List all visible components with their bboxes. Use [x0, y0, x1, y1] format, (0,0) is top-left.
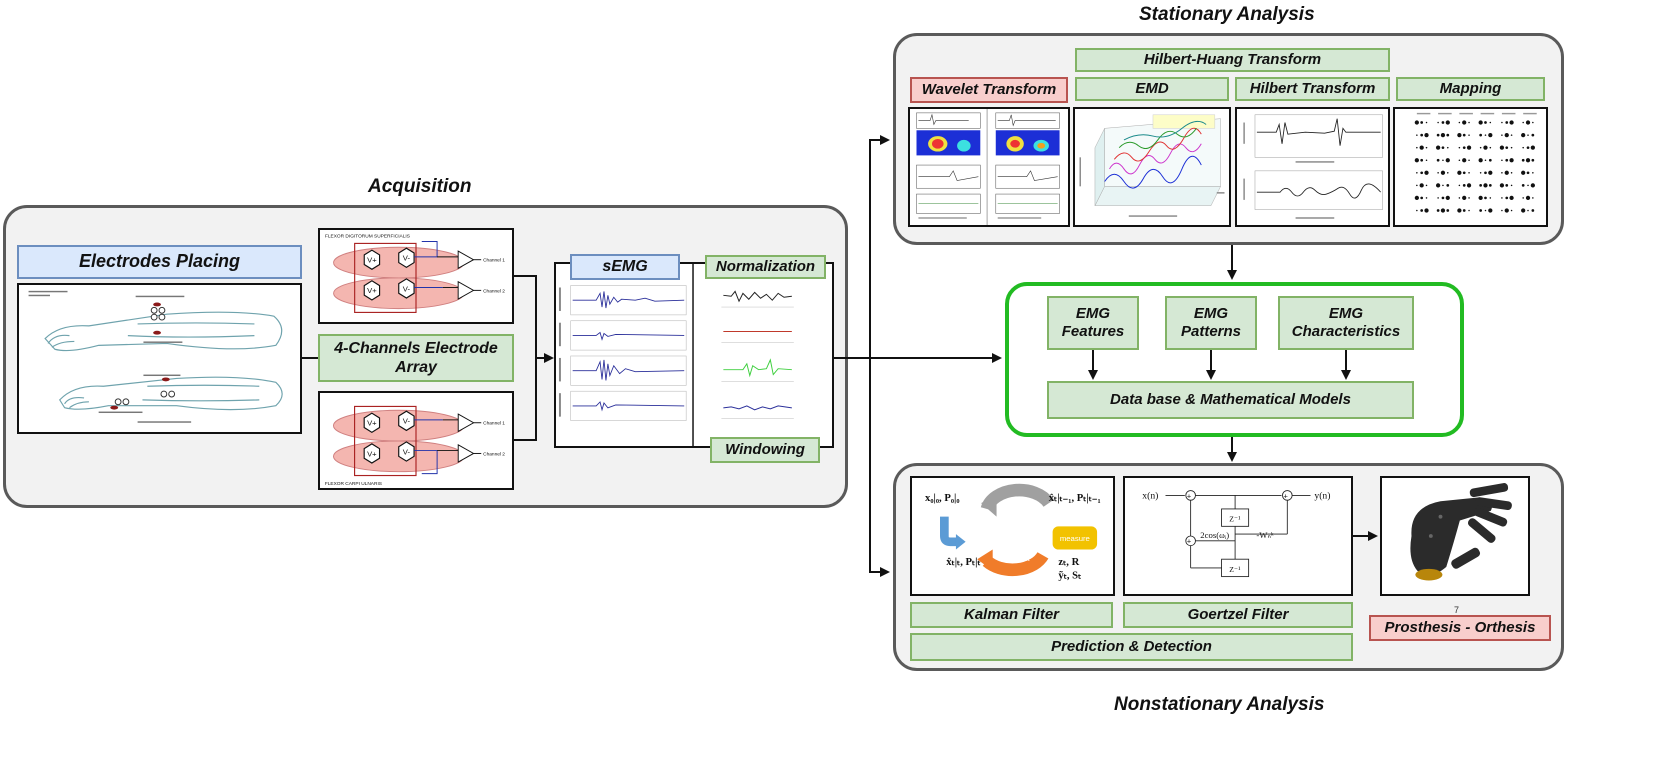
emd-figure: [1073, 107, 1231, 227]
electrode-array-figure-top: V+ V- V+ V- Channel 1 Channel 2 FLEXOR D…: [318, 228, 514, 324]
electrode-array-figure-bottom: V+ V- V+ V- Channel 1 Channel 2 FLEXOR C…: [318, 391, 514, 490]
svg-text:Channel 1: Channel 1: [483, 421, 505, 427]
arrow-to-stationary: [869, 135, 890, 358]
svg-text:+: +: [1187, 537, 1192, 546]
wavelet-transform-label: Wavelet Transform: [910, 77, 1068, 103]
two-cos-text: 2cos(ωᵢ): [1200, 530, 1229, 540]
svg-text:Z⁻¹: Z⁻¹: [1229, 565, 1241, 574]
semg-signals-figure: [554, 262, 834, 448]
svg-text:x̂ₜ|ₜ₋₁, Pₜ|ₜ₋₁: x̂ₜ|ₜ₋₁, Pₜ|ₜ₋₁: [1049, 493, 1101, 504]
emg-patterns-label: EMG Patterns: [1165, 296, 1257, 350]
y-n-text: y(n): [1314, 490, 1330, 501]
electrodes-placing-label: Electrodes Placing: [17, 245, 302, 279]
svg-text:x̂ₜ|ₜ, Pₜ|ₜ: x̂ₜ|ₜ, Pₜ|ₜ: [946, 557, 980, 568]
prosthesis-figure: [1380, 476, 1530, 596]
x-n-text: x(n): [1142, 490, 1158, 501]
svg-text:Channel 2: Channel 2: [483, 288, 505, 294]
prosthesis-orthesis-label: Prosthesis - Orthesis: [1369, 615, 1551, 641]
arrow-to-nonstationary: [869, 358, 890, 577]
v-plus-text: V+: [367, 256, 377, 265]
kalman-filter-figure: predict correct measure x₀|₀, P₀|₀ x̂ₜ|ₜ…: [910, 476, 1115, 596]
wavelet-transform-figure: [908, 107, 1070, 227]
svg-text:V-: V-: [403, 254, 411, 263]
emg-characteristics-label: EMG Characteristics: [1278, 296, 1414, 350]
electrodes-placing-figure: [17, 283, 302, 434]
predict-text: predict: [1006, 499, 1030, 508]
emd-label: EMD: [1075, 77, 1229, 101]
svg-text:FLEXOR DIGITORUM SUPERFICIALIS: FLEXOR DIGITORUM SUPERFICIALIS: [325, 234, 410, 240]
page-number: 7: [1454, 605, 1460, 615]
svg-text:V+: V+: [367, 286, 377, 295]
svg-text:V-: V-: [403, 417, 411, 426]
goertzel-filter-label: Goertzel Filter: [1123, 602, 1353, 628]
mapping-figure: [1393, 107, 1548, 227]
svg-text:V+: V+: [367, 419, 377, 428]
emg-features-label: EMG Features: [1047, 296, 1139, 350]
svg-text:V-: V-: [403, 284, 411, 293]
correct-text: correct: [1006, 554, 1030, 563]
channels-electrode-array-label: 4-Channels Electrode Array: [318, 334, 514, 382]
prediction-detection-label: Prediction & Detection: [910, 633, 1353, 661]
database-models-label: Data base & Mathematical Models: [1047, 381, 1414, 419]
svg-text:Channel 1: Channel 1: [483, 258, 505, 264]
hilbert-huang-transform-label: Hilbert-Huang Transform: [1075, 48, 1390, 72]
semg-label: sEMG: [570, 254, 680, 280]
svg-text:V-: V-: [403, 447, 411, 456]
mapping-label: Mapping: [1396, 77, 1545, 101]
stationary-analysis-title: Stationary Analysis: [1139, 4, 1315, 25]
windowing-label: Windowing: [710, 437, 820, 463]
svg-text:Z⁻¹: Z⁻¹: [1229, 515, 1241, 524]
arm-sketch-illustration: [28, 290, 283, 423]
svg-text:Channel 2: Channel 2: [483, 451, 505, 457]
hilbert-transform-label: Hilbert Transform: [1235, 77, 1390, 101]
hilbert-transform-figure: [1235, 107, 1390, 227]
svg-text:ỹₜ, Sₜ: ỹₜ, Sₜ: [1058, 571, 1081, 582]
svg-text:V+: V+: [367, 449, 377, 458]
svg-text:+: +: [1187, 491, 1192, 500]
kalman-filter-label: Kalman Filter: [910, 602, 1113, 628]
svg-text:+: +: [1283, 491, 1288, 500]
svg-text:zₜ, R: zₜ, R: [1058, 557, 1079, 568]
acquisition-title: Acquisition: [368, 176, 472, 197]
measure-text: measure: [1060, 534, 1090, 543]
goertzel-filter-figure: x(n) y(n) Z⁻¹ Z⁻¹ 2cos(ωᵢ) -Wₙᵏ + + +: [1123, 476, 1353, 596]
normalization-label: Normalization: [705, 255, 826, 279]
svg-text:x₀|₀, P₀|₀: x₀|₀, P₀|₀: [925, 493, 960, 504]
neg-w-text: -Wₙᵏ: [1256, 530, 1274, 540]
nonstationary-analysis-title: Nonstationary Analysis: [1114, 694, 1325, 715]
svg-text:FLEXOR CARPI ULNARIS: FLEXOR CARPI ULNARIS: [325, 481, 382, 487]
